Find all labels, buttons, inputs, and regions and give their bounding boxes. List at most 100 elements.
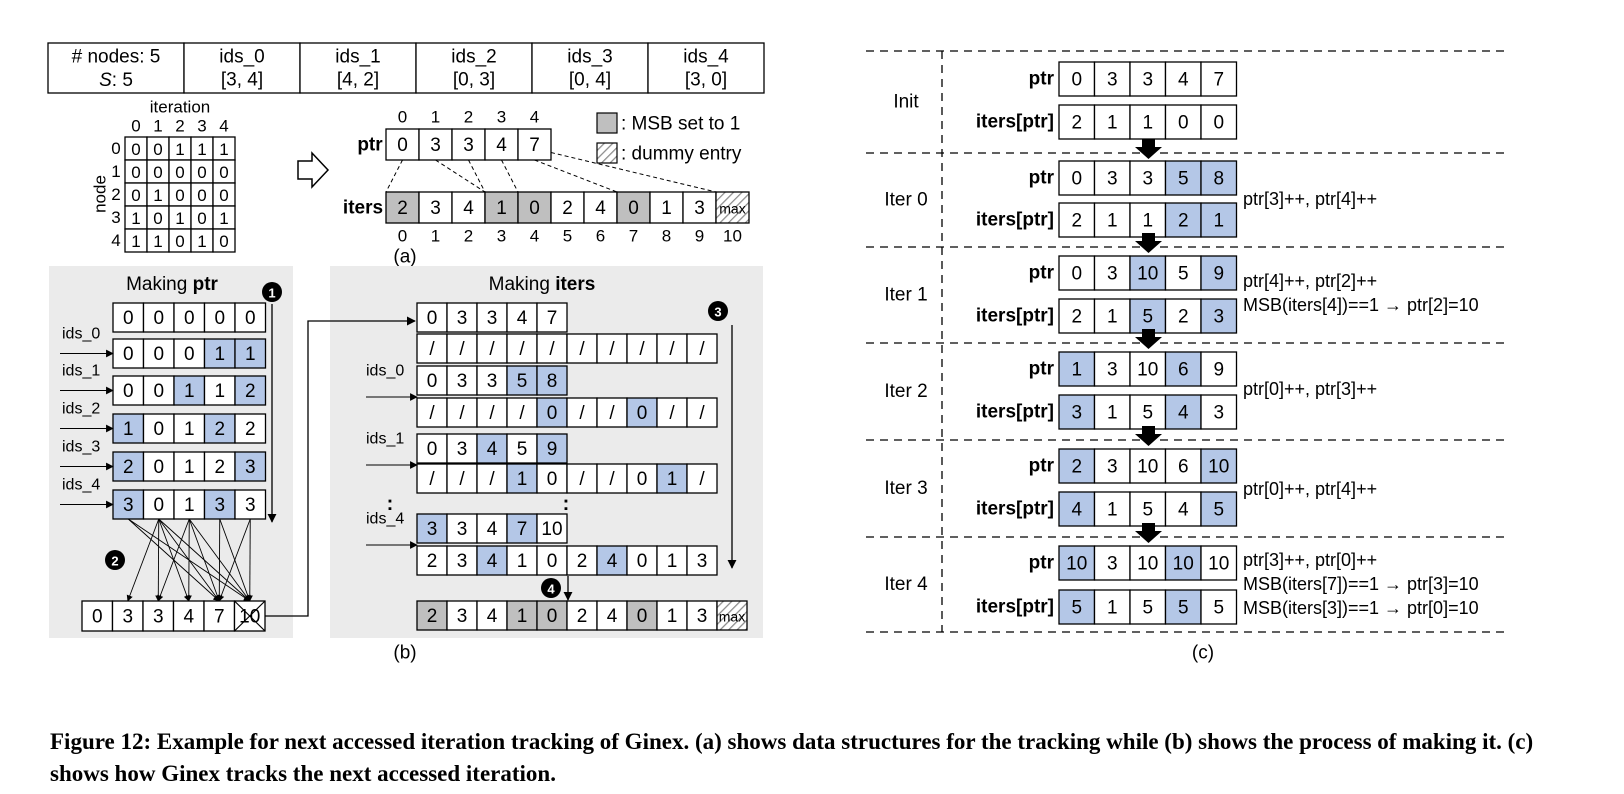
cell <box>476 463 508 494</box>
cell-value: 2 <box>1071 457 1082 478</box>
cell <box>536 433 568 464</box>
cell <box>1200 394 1238 430</box>
cell-value: / <box>609 469 615 490</box>
cell-value: 7 <box>529 135 540 156</box>
cell <box>1200 160 1238 196</box>
cell <box>476 397 508 428</box>
cell-value: 2 <box>1178 307 1189 328</box>
cell <box>234 451 267 482</box>
cell <box>112 302 145 333</box>
matrix-col-label: 4 <box>219 117 228 136</box>
step-circle <box>708 301 728 321</box>
cell-value: 5 <box>1142 307 1153 328</box>
cell <box>1200 61 1238 97</box>
iters-index: 4 <box>530 227 539 246</box>
cell-value: 0 <box>397 135 408 156</box>
matrix-col-label: 3 <box>197 117 206 136</box>
cell-value: 1 <box>123 419 134 440</box>
cell-value: 5 <box>1142 500 1153 521</box>
cell <box>446 433 478 464</box>
cell <box>1093 160 1131 196</box>
cell-value: 3 <box>1107 264 1118 285</box>
cell-value: 5 <box>1213 598 1224 619</box>
cell-value: 1 <box>667 469 678 490</box>
matrix-cell-value: 1 <box>131 209 140 228</box>
cell-value: 3 <box>457 519 468 540</box>
step-circle <box>541 578 561 598</box>
cell <box>234 489 267 520</box>
cell <box>1164 448 1202 484</box>
ptr-label: ptr <box>1029 168 1055 189</box>
cell-value: 0 <box>214 308 225 329</box>
cell-value: 4 <box>1178 70 1189 91</box>
matrix-col-label: 2 <box>175 117 184 136</box>
cell-value: 0 <box>123 344 134 365</box>
cell <box>476 600 508 631</box>
cell-value: 10 <box>1137 457 1158 478</box>
cell <box>451 128 486 161</box>
cell <box>1200 298 1238 334</box>
step-number: 4 <box>547 582 555 597</box>
cell <box>1129 61 1167 97</box>
header-cell-line1: ids_3 <box>567 47 612 68</box>
cell-value: 6 <box>1178 360 1189 381</box>
cell-value: 3 <box>463 135 474 156</box>
cell-value: 0 <box>153 381 164 402</box>
cell-value: 3 <box>245 495 256 516</box>
cell-value: 3 <box>457 371 468 392</box>
cell-value: 10 <box>1137 554 1158 575</box>
cell <box>173 338 206 369</box>
cell <box>416 302 448 333</box>
cell-value: 1 <box>496 198 507 219</box>
cell <box>686 463 718 494</box>
cell-value: 0 <box>547 551 558 572</box>
ptr-label: ptr <box>1029 456 1055 477</box>
cell <box>476 302 508 333</box>
matrix-cell-value: 0 <box>197 186 206 205</box>
cell <box>1093 394 1131 430</box>
iters-index: 0 <box>398 227 407 246</box>
cell <box>1058 545 1096 581</box>
cell-value: 0 <box>1071 264 1082 285</box>
cell-value: / <box>489 339 495 360</box>
sub-label-c: (c) <box>1192 643 1214 664</box>
cell <box>1200 255 1238 291</box>
cell-value: 5 <box>1142 403 1153 424</box>
ids-label: ids_2 <box>62 401 100 418</box>
cell-value: 0 <box>184 308 195 329</box>
cell-value: 2 <box>397 198 408 219</box>
cell-value: 10 <box>1137 264 1158 285</box>
cell <box>81 600 114 632</box>
cell-value: 1 <box>517 551 528 572</box>
iters-index: 9 <box>695 227 704 246</box>
cell-value: 0 <box>1071 70 1082 91</box>
step-number-3: 3 <box>708 301 728 321</box>
cell <box>656 600 688 631</box>
cell-value: / <box>429 339 435 360</box>
cell-value: 1 <box>1107 598 1118 619</box>
cell <box>506 600 538 631</box>
cell <box>234 413 267 444</box>
iters-index: 7 <box>629 227 638 246</box>
matrix-cell-value: 1 <box>197 232 206 251</box>
cell <box>536 397 568 428</box>
down-block-arrow-icon <box>1135 523 1162 543</box>
header-cell-line2: [3, 4] <box>221 70 263 91</box>
iters-index: 2 <box>464 227 473 246</box>
cell <box>716 600 748 631</box>
legend-gray-swatch <box>596 112 618 134</box>
cell-value: 0 <box>547 403 558 424</box>
cell-value: 2 <box>1071 211 1082 232</box>
ptr-index: 2 <box>464 108 473 127</box>
step-number-1: 1 <box>262 282 282 302</box>
header-cell-line2: [0, 4] <box>569 70 611 91</box>
cell <box>203 302 236 333</box>
